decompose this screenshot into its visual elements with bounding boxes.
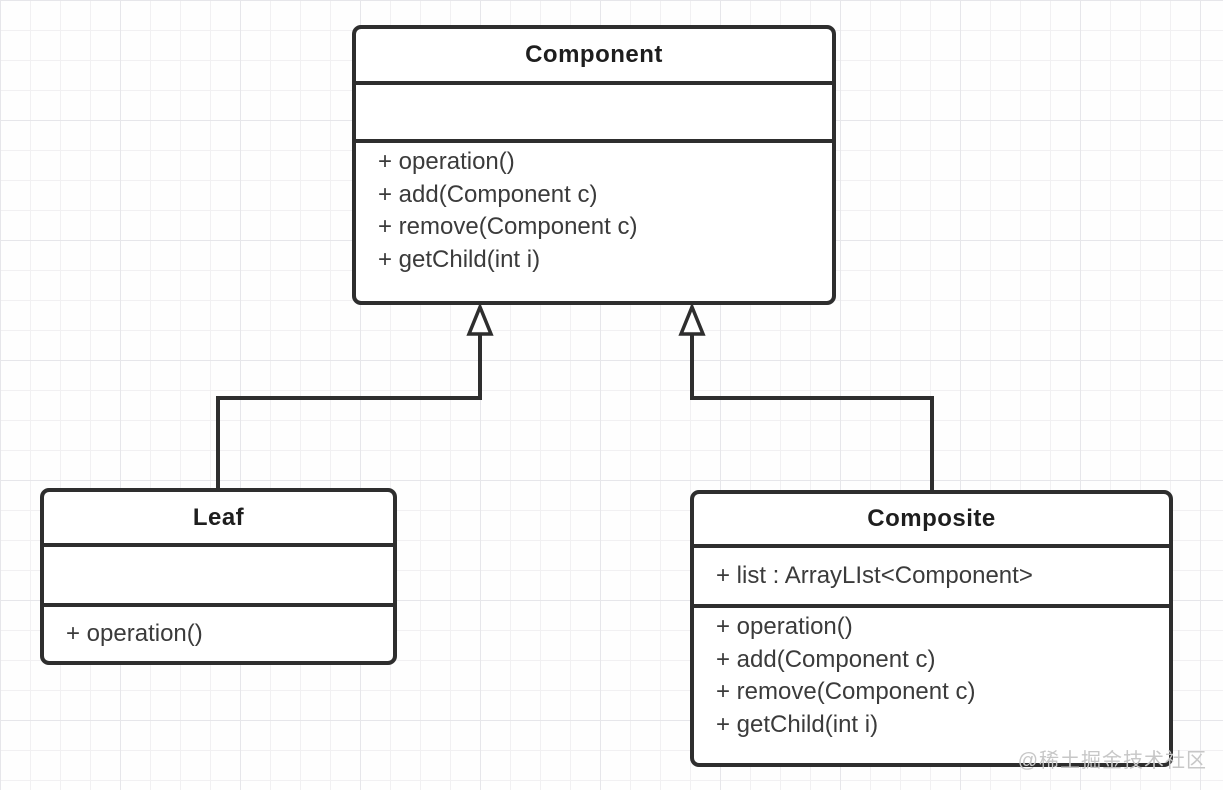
method-item: + getChild(int i) — [716, 710, 879, 738]
inheritance-arrowhead-icon — [466, 302, 494, 336]
watermark: @稀土掘金技术社区 — [1017, 750, 1207, 772]
leaf-to-component-connector — [216, 302, 494, 488]
method-item: + add(Component c) — [378, 180, 598, 208]
class-box-leaf: Leaf + operation() — [40, 488, 397, 665]
method-item: + operation() — [66, 619, 203, 647]
class-attributes-section — [44, 547, 393, 607]
method-item: + operation() — [716, 613, 853, 640]
class-methods-section: + operation() + add(Component c) + remov… — [694, 608, 1169, 763]
class-box-composite: Composite + list : ArrayLIst<Component> … — [690, 490, 1173, 767]
attribute-item: + list : ArrayLIst<Component> — [716, 561, 1033, 589]
class-title: Component — [356, 29, 832, 85]
inheritance-arrowhead-icon — [678, 302, 706, 336]
class-methods-section: + operation() — [44, 607, 393, 661]
leaf-connector-line — [216, 334, 482, 488]
class-attributes-section — [356, 85, 832, 143]
method-item: + remove(Component c) — [378, 213, 638, 240]
method-item: + add(Component c) — [716, 645, 936, 673]
class-title: Leaf — [44, 492, 393, 547]
composite-connector-line — [690, 334, 934, 490]
class-title: Composite — [694, 494, 1169, 548]
class-box-component: Component + operation() + add(Component … — [352, 25, 836, 305]
method-item: + getChild(int i) — [378, 245, 541, 273]
class-methods-section: + operation() + add(Component c) + remov… — [356, 143, 832, 301]
composite-to-component-connector — [678, 302, 934, 490]
method-item: + operation() — [378, 148, 515, 175]
class-attributes-section: + list : ArrayLIst<Component> — [694, 548, 1169, 608]
method-item: + remove(Component c) — [716, 678, 976, 705]
